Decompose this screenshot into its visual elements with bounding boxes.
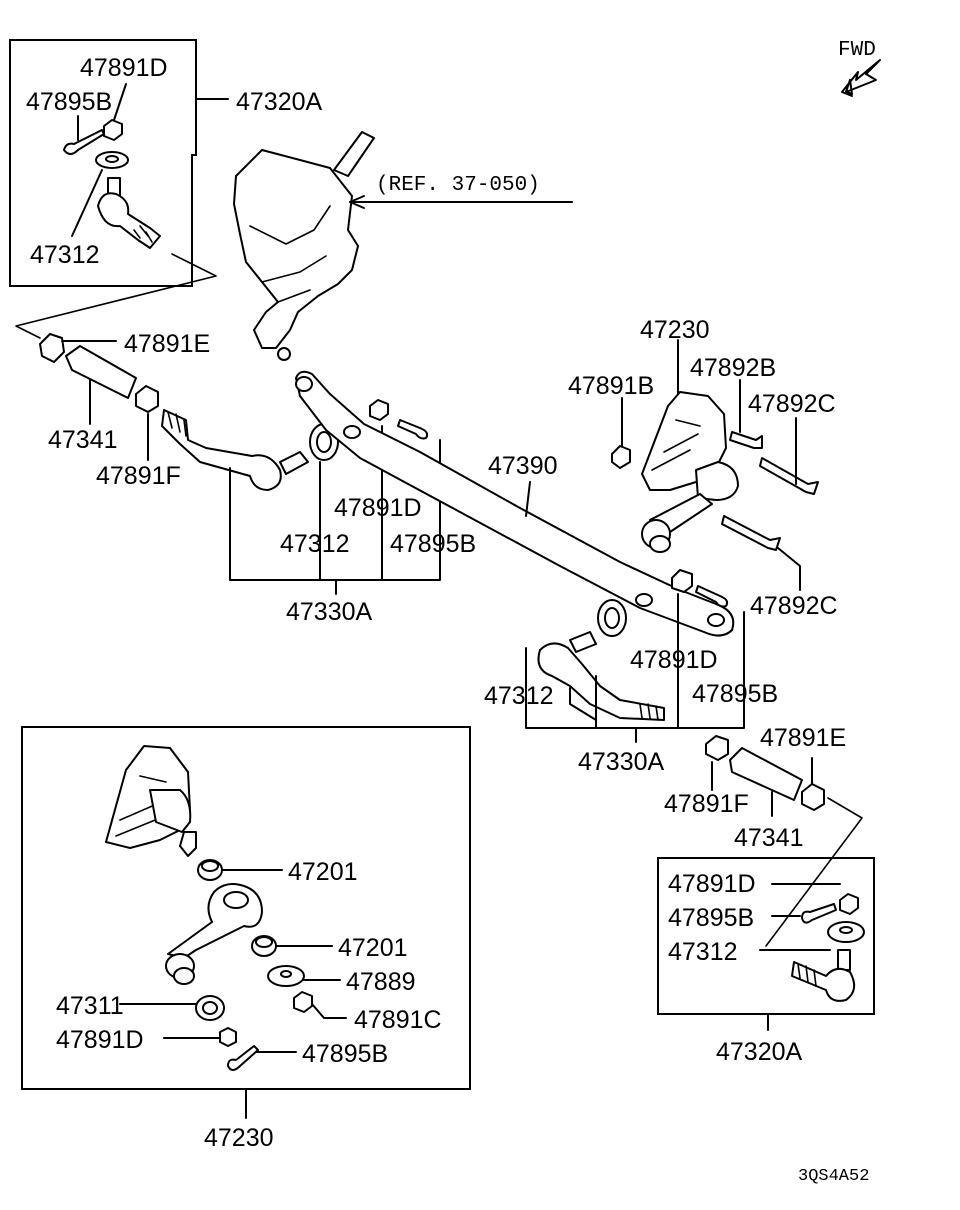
label-47312-b: 47312 [280,530,350,558]
label-47341-b: 47341 [734,824,804,852]
label-47891D-b: 47891D [334,494,422,522]
label-47201-b: 47201 [338,934,408,962]
label-47320A-b: 47320A [716,1038,803,1066]
box-47230-exploded: 47201 47201 47889 47311 47891C 47891D 47… [21,726,471,1152]
box-47320A-bottom: 47891D 47895B 47312 47320A [657,857,875,1066]
label-47891F-a: 47891F [96,462,181,490]
label-47895B-d: 47895B [668,904,754,932]
fwd-indicator: FWD [838,39,881,97]
label-47891E-b: 47891E [760,724,846,752]
label-47330A-b: 47330A [578,748,665,776]
right-adjuster-group: 47891E 47891F 47341 [664,724,846,852]
label-47312-c: 47312 [484,682,554,710]
label-47330A-a: 47330A [286,598,373,626]
label-47891D-e: 47891D [56,1026,144,1054]
label-47891D-a: 47891D [80,54,168,82]
idler-arm-assembly: 47230 47891B 47892B 47892C 47892C [568,316,838,620]
label-47891D-d: 47891D [668,870,756,898]
fwd-label: FWD [838,39,876,62]
right-tie-rod-end: 47891D 47312 47895B 47330A [484,569,778,776]
fwd-arrow-icon [841,59,881,97]
callout-line-top-left [15,253,217,339]
label-47312-a: 47312 [30,241,100,269]
center-link: 47390 [295,370,735,637]
label-47895B-b: 47895B [390,530,476,558]
label-47892C-a: 47892C [748,390,836,418]
left-tie-rod-end: 47891D 47312 47895B 47330A [161,399,476,626]
label-47892B: 47892B [690,354,776,382]
callout-line-right [765,797,863,947]
label-47891E-a: 47891E [124,330,210,358]
box-47320A-top: 47891D 47895B 47320A 47312 [9,39,323,287]
ref-label: (REF. 37-050) [376,174,540,197]
label-47311: 47311 [56,992,124,1020]
label-47312-d: 47312 [668,938,738,966]
label-47895B-c: 47895B [692,680,778,708]
label-47320A-a: 47320A [236,88,323,116]
figure-code: 3QS4A52 [798,1167,869,1186]
label-47895B-e: 47895B [302,1040,388,1068]
label-47891C: 47891C [354,1006,442,1034]
label-47889: 47889 [346,968,416,996]
label-47341-a: 47341 [48,426,118,454]
left-adjuster-group: 47891E 47341 47891F [39,330,210,490]
label-47891F-b: 47891F [664,790,749,818]
label-47230-a: 47230 [640,316,710,344]
steering-gear-box: (REF. 37-050) [233,131,573,361]
label-47891D-c: 47891D [630,646,718,674]
label-47201-a: 47201 [288,858,358,886]
label-47390: 47390 [488,452,558,480]
label-47891B: 47891B [568,372,654,400]
label-47230-b: 47230 [204,1124,274,1152]
label-47895B-a: 47895B [26,88,112,116]
label-47892C-b: 47892C [750,592,838,620]
